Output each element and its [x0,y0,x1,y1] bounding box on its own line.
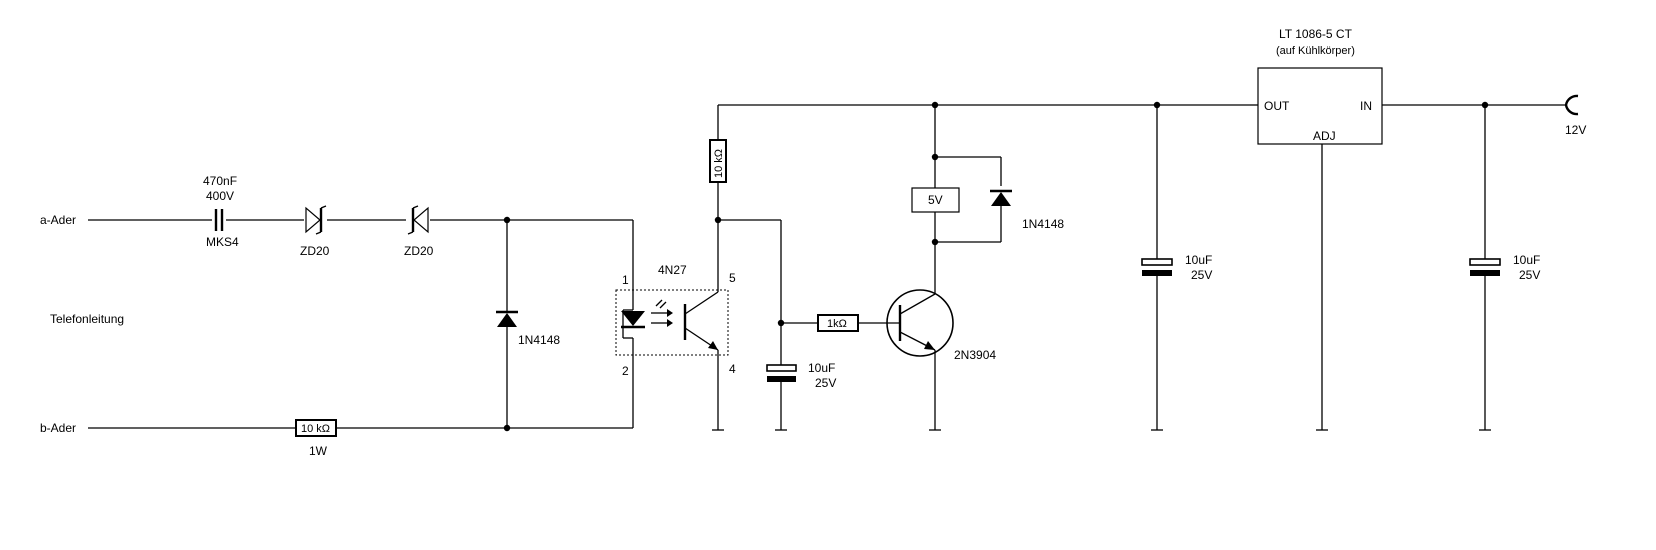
optocoupler-4n27 [615,289,729,356]
a-ader-label: a-Ader [40,213,76,227]
diode-1n4148-label-2: 1N4148 [1022,217,1064,231]
junction-dot [503,216,511,224]
regulator-in-pin: IN [1360,99,1372,113]
cap-470nf-voltage: 400V [206,189,234,203]
cap-out-value: 10uF [1185,253,1212,267]
zener-diode-1 [305,205,327,235]
relay-coil-5v [911,187,960,213]
junction-dot [931,101,939,109]
relay-branch-wire [934,105,1002,280]
capacitor-10uf-out [1141,258,1173,276]
capacitor-10uf-in [1469,258,1501,276]
regulator-note: (auf Kühlkörper) [1276,45,1355,57]
opto-led [621,309,645,339]
diode-1n4148-label-1: 1N4148 [518,333,560,347]
zd20-label-2: ZD20 [404,244,434,258]
resistor-10k-1w-value: 10 kΩ [301,423,330,435]
regulator-lt1086 [1257,67,1383,145]
capacitor-10uf-mid [766,364,797,382]
resistor-10k-pullup [709,139,727,183]
cap-470nf-type: MKS4 [206,235,239,249]
junction-dot [931,238,939,246]
regulator-out-pin: OUT [1264,99,1290,113]
cap-in-voltage: 25V [1519,268,1540,282]
transistor-label: 2N3904 [954,348,996,362]
junction-dot [1153,101,1161,109]
resistor-10k-1w [295,419,337,437]
opto-pin-5: 5 [729,271,736,285]
cap-mid-voltage: 25V [815,376,836,390]
diode-1n4148-input [496,220,518,428]
opto-pin-2: 2 [622,364,629,378]
regulator-name: LT 1086-5 CT [1279,27,1353,41]
resistor-10k-pullup-value: 10 kΩ [713,149,725,178]
capacitor-10uf-in-wire [1479,105,1491,431]
capacitor-10uf-out-wire [1151,105,1163,431]
collector-node-wire [718,219,818,431]
transistor-2n3904 [886,280,954,431]
b-ader-label: b-Ader [40,421,76,435]
cap-out-voltage: 25V [1191,268,1212,282]
junction-dot [931,153,939,161]
a-ader-wire [88,219,634,310]
junction-dot [777,319,785,327]
junction-dot [503,424,511,432]
opto-pin-1: 1 [622,273,629,287]
regulator-adj-wire [1316,144,1328,431]
zd20-label-1: ZD20 [300,244,330,258]
regulator-adj-pin: ADJ [1313,129,1336,143]
telefonleitung-label: Telefonleitung [50,312,124,326]
b-ader-wire [88,338,634,429]
resistor-1w-label: 1W [309,444,328,458]
opto-label: 4N27 [658,263,687,277]
diode-1n4148-flyback [990,189,1012,206]
cap-in-value: 10uF [1513,253,1540,267]
supply-rail-5v [717,104,1250,220]
connector-12v-icon [1564,94,1579,116]
cap-mid-value: 10uF [808,361,835,375]
relay-label: 5V [928,193,943,207]
light-arrows-icon [651,299,673,327]
cap-470nf-value: 470nF [203,174,237,188]
opto-pin-4: 4 [729,362,736,376]
resistor-1k-value: 1kΩ [827,318,847,330]
zener-diode-2 [407,205,429,235]
capacitor-470nf [214,209,224,231]
opto-phototransistor [683,220,724,431]
supply-label: 12V [1565,123,1586,137]
